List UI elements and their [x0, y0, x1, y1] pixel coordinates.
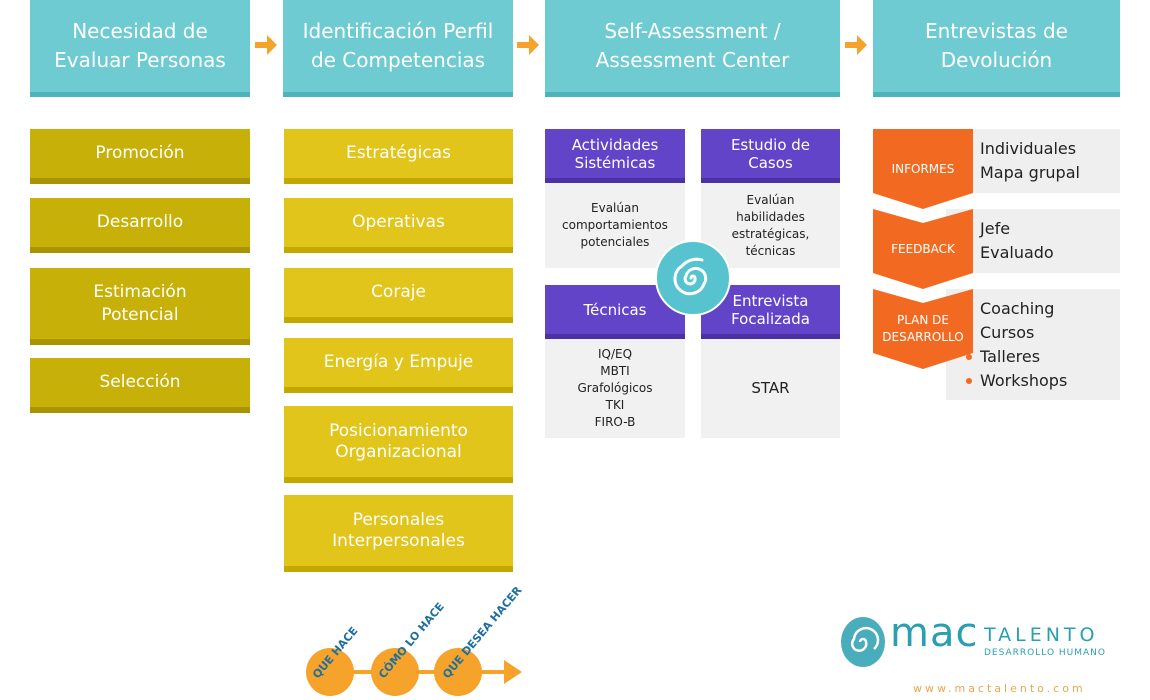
- assessment-body-casos: Evalúan habilidades estratégicas, técnic…: [701, 183, 840, 268]
- necesidad-item: Desarrollo: [30, 198, 250, 253]
- list-item: Coaching: [966, 297, 1120, 321]
- assessment-body-actividades: Evalúan comportamientos potenciales: [545, 183, 685, 268]
- list-item: Cursos: [966, 321, 1120, 345]
- necesidad-item: Estimación Potencial: [30, 268, 250, 345]
- steps-graphic: [306, 648, 522, 696]
- header-necesidad: Necesidad de Evaluar Personas: [30, 0, 250, 97]
- assessment-body-entrevista: STAR: [701, 339, 840, 438]
- brand-subtitle: DESARROLLO HUMANO: [984, 648, 1106, 658]
- competencia-item: Posicionamiento Organizacional: [284, 406, 513, 483]
- brand-logo-icon: [841, 617, 885, 667]
- competencia-item: Estratégicas: [284, 129, 513, 184]
- devolucion-chevron-informes: INFORMES: [873, 129, 973, 209]
- brand-talento: TALENTO: [984, 624, 1099, 646]
- competencia-item: Energía y Empuje: [284, 338, 513, 393]
- competencia-item: Personales Interpersonales: [284, 495, 513, 572]
- necesidad-item: Selección: [30, 358, 250, 413]
- header-assessment: Self-Assessment / Assessment Center: [545, 0, 840, 97]
- header-competencias: Identificación Perfil de Competencias: [283, 0, 513, 97]
- list-item: Talleres: [966, 345, 1120, 369]
- list-item: Evaluado: [966, 241, 1120, 265]
- spiral-icon: [655, 240, 731, 316]
- devolucion-list-informes: Individuales Mapa grupal: [946, 129, 1120, 193]
- devolucion-list-feedback: Jefe Evaluado: [946, 209, 1120, 273]
- list-item: Individuales: [966, 137, 1120, 161]
- assessment-title-actividades: Actividades Sistémicas: [545, 129, 685, 183]
- necesidad-item: Promoción: [30, 129, 250, 184]
- list-item: Jefe: [966, 217, 1120, 241]
- competencia-item: Operativas: [284, 198, 513, 253]
- assessment-title-tecnicas: Técnicas: [545, 285, 685, 339]
- brand-website: www.mactalento.com: [913, 682, 1086, 695]
- devolucion-chevron-plan: PLAN DE DESARROLLO: [873, 289, 973, 369]
- list-item: Mapa grupal: [966, 161, 1120, 185]
- arrow-right-icon: [845, 35, 867, 55]
- competencia-item: Coraje: [284, 268, 513, 323]
- devolucion-list-plan: Coaching Cursos Talleres Workshops: [946, 289, 1120, 400]
- arrow-right-icon: [517, 35, 539, 55]
- assessment-body-tecnicas: IQ/EQ MBTI Grafológicos TKI FIRO-B: [545, 339, 685, 438]
- header-devolucion: Entrevistas de Devolución: [873, 0, 1120, 97]
- assessment-title-casos: Estudio de Casos: [701, 129, 840, 183]
- list-item: Workshops: [966, 369, 1120, 393]
- devolucion-chevron-feedback: FEEDBACK: [873, 209, 973, 289]
- brand-mac: mac: [890, 610, 979, 656]
- arrow-right-icon: [255, 35, 277, 55]
